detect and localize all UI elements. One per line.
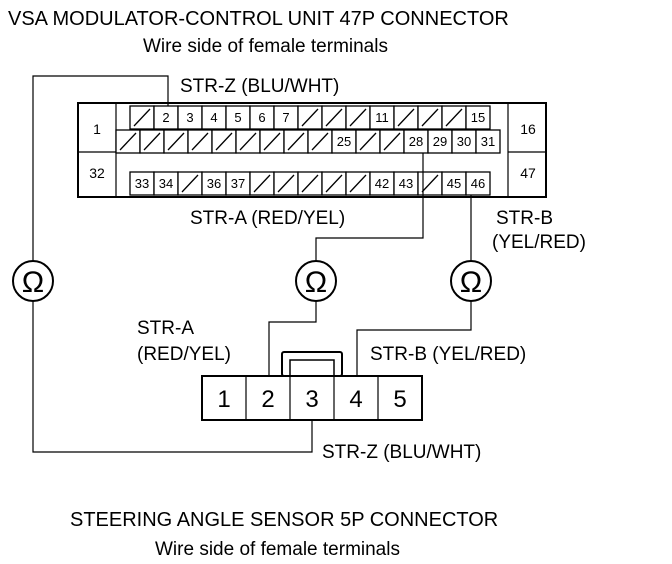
row1-cell	[465, 105, 491, 130]
bottom-connector-title: STEERING ANGLE SENSOR 5P CONNECTOR	[70, 509, 498, 531]
steering-angle-5p-connector: 1 2 3 4 5	[201, 351, 423, 421]
ohm-symbol-icon: Ω	[22, 266, 44, 299]
ohmmeter-circle	[295, 260, 337, 302]
sensor-pin-4: 4	[349, 386, 362, 413]
ohmmeter-right: Ω	[450, 260, 492, 302]
sensor-pin-5: 5	[393, 386, 406, 413]
pin-label: 3	[186, 110, 193, 125]
pin-label: 37	[231, 176, 245, 191]
pin-label: 36	[207, 176, 221, 191]
str-b-bottom-label: STR-B (YEL/RED)	[370, 344, 526, 365]
pin-47: 47	[520, 165, 536, 181]
ohmmeter-circle	[450, 260, 492, 302]
str-a-bottom-label-2: (RED/YEL)	[137, 344, 231, 365]
pin-28: 28	[409, 134, 423, 149]
pin-label: 25	[337, 134, 351, 149]
str-z-bottom-label: STR-Z (BLU/WHT)	[322, 442, 481, 463]
sensor-pin-1: 1	[217, 386, 230, 413]
pin-46: 46	[471, 176, 485, 191]
pin-label: 33	[135, 176, 149, 191]
pin-label: 31	[481, 134, 495, 149]
top-connector-title: VSA MODULATOR-CONTROL UNIT 47P CONNECTOR	[8, 8, 509, 30]
wires	[32, 75, 472, 453]
pin-label: 2	[162, 110, 169, 125]
ohmmeter-circle	[12, 260, 54, 302]
ohm-symbol-icon: Ω	[305, 266, 327, 299]
connector-latch-inner	[289, 359, 335, 377]
str-a-bottom-label-1: STR-A	[137, 318, 194, 339]
pin-32: 32	[89, 165, 105, 181]
str-z-wire-upper	[32, 75, 169, 262]
pin-label: 43	[399, 176, 413, 191]
bottom-connector-subtitle: Wire side of female terminals	[155, 539, 400, 560]
pin-label: 29	[433, 134, 447, 149]
row3-cell	[465, 171, 491, 196]
pin-label: 45	[447, 176, 461, 191]
pin-label: 4	[210, 110, 217, 125]
row-3: 33 34 36 37 42 43 45	[129, 171, 491, 196]
pin-1: 1	[93, 121, 101, 137]
row2-cell	[475, 129, 501, 154]
vsa-47p-connector: 1 32 16 47 2 3 4 5 6 7 11	[77, 102, 547, 198]
row-2: 25 28 29 30 31	[115, 129, 501, 154]
str-z-wire-lower	[32, 300, 313, 453]
pin-label: 6	[258, 110, 265, 125]
sensor-pin-3: 3	[305, 386, 318, 413]
pin-label: 34	[159, 176, 173, 191]
str-a-top-label: STR-A (RED/YEL)	[190, 208, 345, 229]
bottom-connector-body	[201, 375, 423, 421]
str-b-top-label-2: (YEL/RED)	[492, 232, 586, 253]
ohmmeter-left: Ω	[12, 260, 54, 302]
pin-label: 15	[471, 110, 485, 125]
ohm-symbol-icon: Ω	[460, 266, 482, 299]
str-z-top-label: STR-Z (BLU/WHT)	[180, 76, 339, 97]
str-a-wire-lower	[268, 300, 317, 376]
str-a-wire-upper	[315, 153, 424, 262]
sensor-pin-2: 2	[261, 386, 274, 413]
top-connector-subtitle: Wire side of female terminals	[143, 36, 388, 57]
pin-16: 16	[520, 121, 536, 137]
row-1: 2 3 4 5 6 7 11 15	[129, 105, 491, 130]
str-b-top-label-1: STR-B	[496, 208, 553, 229]
pin-label: 7	[282, 110, 289, 125]
str-b-wire-lower	[356, 300, 472, 376]
pin-label: 42	[375, 176, 389, 191]
pin-label: 30	[457, 134, 471, 149]
ohmmeter-middle: Ω	[295, 260, 337, 302]
pin-label: 5	[234, 110, 241, 125]
pin-label: 11	[375, 110, 389, 125]
